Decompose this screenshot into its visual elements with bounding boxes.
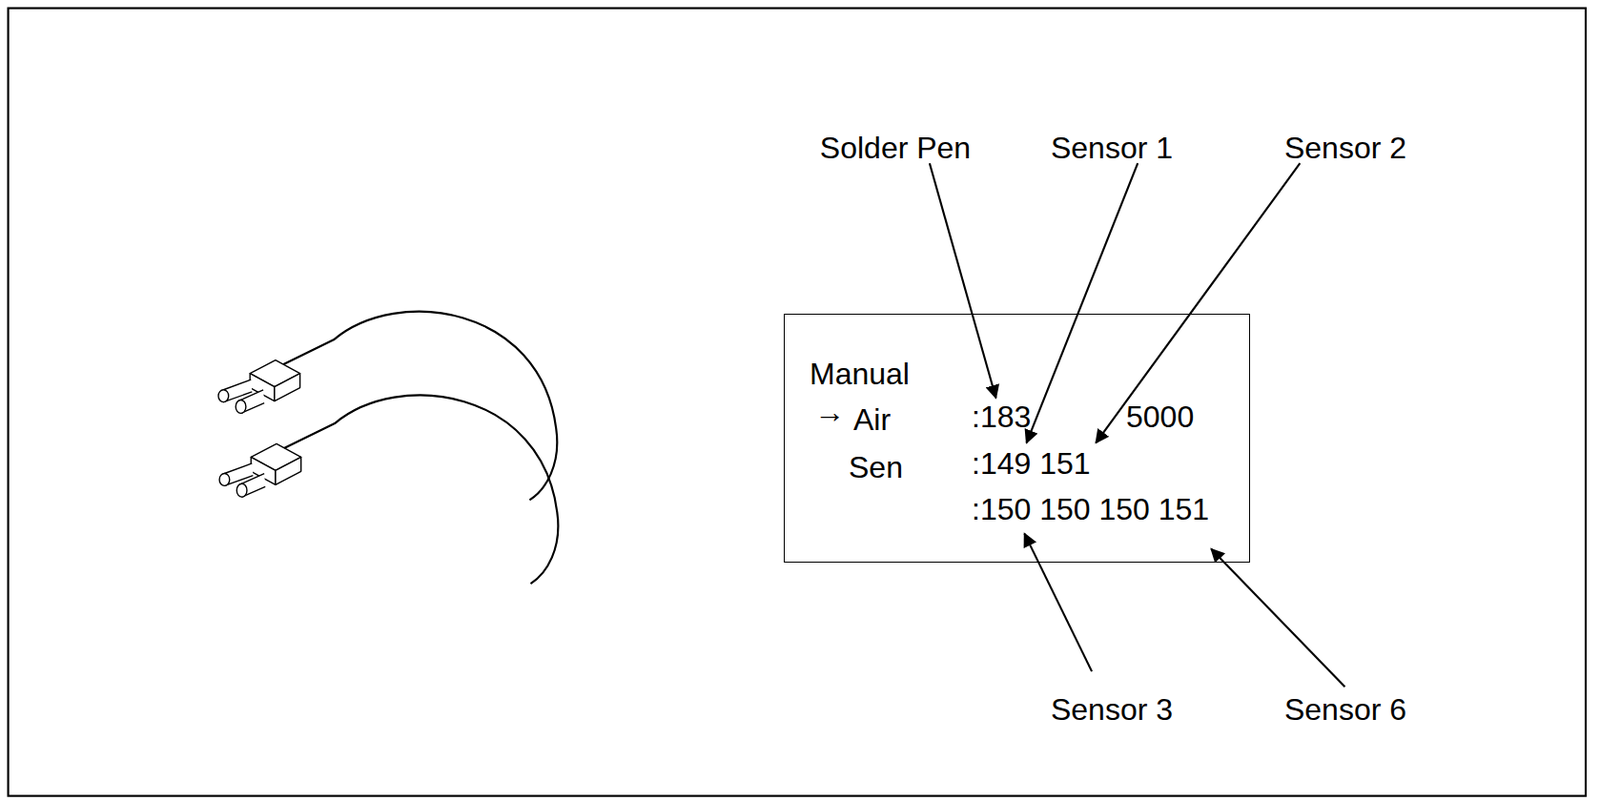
callout-label: Solder Pen	[820, 129, 971, 166]
callout-label: Sensor 1	[1050, 129, 1173, 166]
leader-line	[929, 163, 997, 398]
leader-line	[1095, 163, 1300, 443]
mode-text: Manual	[809, 355, 910, 392]
readout-value: 5000	[1126, 398, 1194, 435]
leader-line	[1210, 549, 1345, 687]
selector-arrow: →	[814, 393, 845, 431]
leader-line	[1026, 163, 1139, 443]
callout-label: Sensor 6	[1284, 691, 1407, 728]
readout-value: :150 150 150 151	[971, 491, 1210, 528]
menu-item: Sen	[848, 449, 903, 486]
cable-assembly	[218, 311, 558, 584]
callout-label: Sensor 3	[1050, 691, 1173, 728]
menu-item: Air	[853, 401, 891, 438]
readout-value: :183	[971, 398, 1031, 435]
leader-line	[1024, 533, 1092, 672]
leader-lines	[929, 163, 1346, 687]
cable	[219, 394, 558, 584]
callout-label: Sensor 2	[1284, 129, 1407, 166]
readout-value: :149 151	[971, 445, 1091, 482]
display-panel: Manual→Air :183 5000Sen :149 151 :150 150 15…	[783, 313, 1251, 563]
frame-border	[8, 8, 1586, 797]
cable	[218, 311, 557, 501]
